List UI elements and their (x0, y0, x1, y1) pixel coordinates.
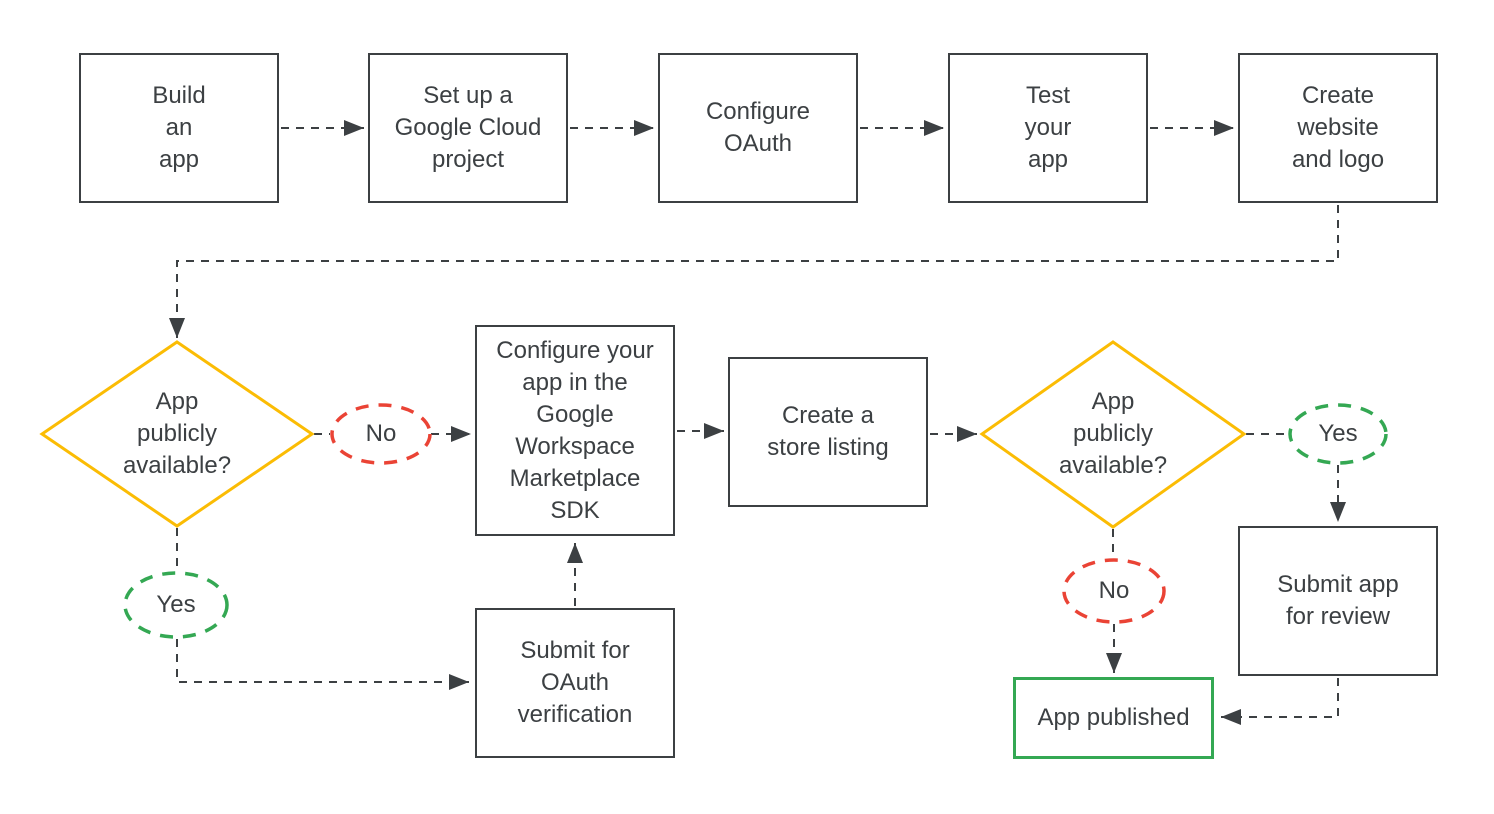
yes2-label: Yes (1318, 420, 1358, 447)
node-set-up-google-cloud-project: Set up a Google Cloud project (368, 53, 568, 203)
node-create-website-and-logo: Create website and logo (1238, 53, 1438, 203)
no2-oval (1062, 558, 1166, 624)
decision1-diamond (39, 340, 315, 528)
edge-website-to-decision1 (169, 205, 1339, 338)
no2-label: No (1098, 577, 1130, 604)
decision2-diamond (979, 340, 1247, 529)
node-configure-app-in-marketplace-sdk: Configure your app in the Google Workspa… (475, 325, 675, 536)
no1-oval (330, 403, 432, 465)
node-configure-oauth: Configure OAuth (658, 53, 858, 203)
decision2-label: App publicly available? (1058, 388, 1168, 479)
yes1-oval (123, 571, 229, 639)
no1-label: No (365, 420, 397, 447)
node-create-store-listing: Create a store listing (728, 357, 928, 507)
node-test-your-app: Test your app (948, 53, 1148, 203)
node-app-published: App published (1013, 677, 1214, 759)
node-build-an-app: Build an app (79, 53, 279, 203)
decision1-label: App publicly available? (122, 388, 232, 479)
node-submit-app-for-review: Submit app for review (1238, 526, 1438, 676)
edge-yes1-to-oauth-verification (176, 639, 469, 690)
yes1-label: Yes (156, 591, 196, 618)
yes2-oval (1288, 403, 1388, 465)
node-submit-for-oauth-verification: Submit for OAuth verification (475, 608, 675, 758)
edge-review-to-published (1221, 678, 1339, 725)
